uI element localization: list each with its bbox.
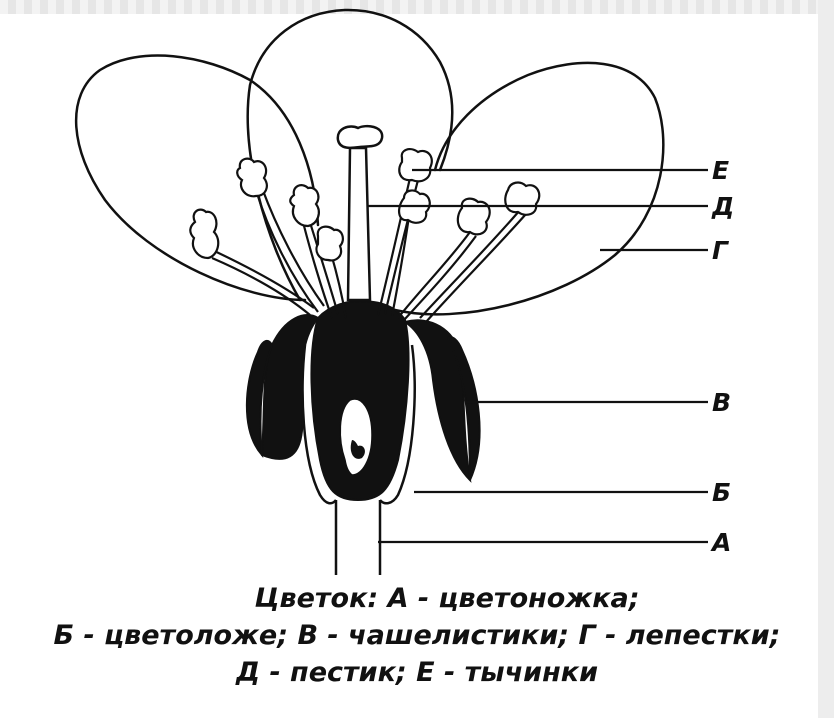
- stamen-filament-7: [398, 232, 476, 320]
- anther-7: [458, 199, 490, 235]
- label-B: Б: [712, 478, 731, 507]
- caption-line-2: Б - цветоложе; В - чашелистики; Г - лепе…: [0, 620, 834, 651]
- label-A: А: [710, 528, 731, 557]
- anther-8: [505, 183, 539, 215]
- anther-4: [316, 227, 342, 261]
- caption-line-3: Д - пестик; Е - тычинки: [0, 657, 834, 688]
- pistil-style: [348, 148, 370, 300]
- label-V: В: [712, 388, 731, 417]
- label-G: Г: [712, 236, 730, 265]
- anther-2: [237, 159, 267, 197]
- stamen-filament-6: [392, 210, 410, 316]
- anther-5: [399, 149, 432, 181]
- label-D: Д: [711, 192, 734, 221]
- leader-lines: [368, 170, 708, 542]
- label-E: Е: [712, 156, 729, 185]
- sepal-left: [262, 315, 318, 459]
- pistil: [338, 126, 382, 300]
- stem: [336, 500, 380, 575]
- anther-1: [190, 210, 218, 258]
- stigma: [338, 126, 382, 148]
- caption-line-1: Цветок: А - цветоножка;: [0, 583, 834, 614]
- anther-3: [290, 185, 319, 226]
